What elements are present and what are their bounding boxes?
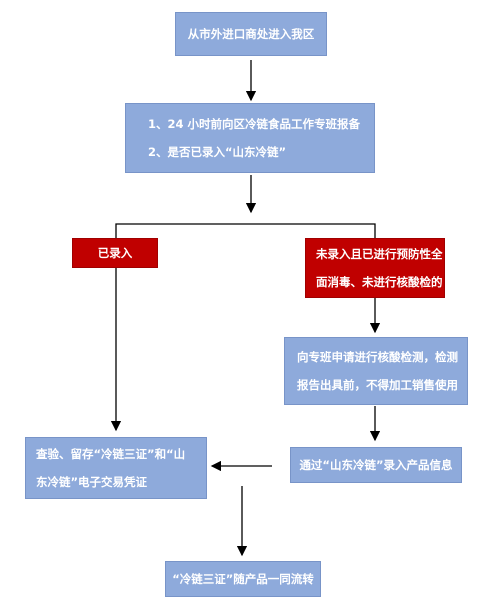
recorded-box: 已录入: [72, 238, 158, 268]
not-recorded-line-1: 未录入且已进行预防性全: [316, 247, 443, 261]
recorded-text: 已录入: [97, 246, 133, 260]
verify-line-1: 查验、留存“冷链三证”和“山: [36, 447, 186, 461]
not-recorded-line-2: 面消毒、未进行核酸检的: [316, 275, 443, 289]
report-line-1: 1、24 小时前向区冷链食品工作专班报备: [148, 117, 361, 131]
enter-info-text: 通过“山东冷链”录入产品信息: [299, 458, 453, 472]
apply-line-2: 报告出具前，不得加工销售使用: [297, 378, 458, 392]
entry-box: 从市外进口商处进入我区: [175, 12, 327, 56]
apply-line-1: 向专班申请进行核酸检测，检测: [297, 350, 458, 364]
report-line-2: 2、是否已录入“山东冷链”: [148, 145, 287, 159]
verify-line-2: 东冷链”电子交易凭证: [36, 475, 148, 489]
circulate-box: “冷链三证”随产品一同流转: [165, 561, 321, 597]
enter-info-box: 通过“山东冷链”录入产品信息: [290, 447, 462, 483]
apply-box: 向专班申请进行核酸检测，检测 报告出具前，不得加工销售使用: [284, 337, 468, 405]
circulate-text: “冷链三证”随产品一同流转: [172, 572, 314, 586]
verify-box: 查验、留存“冷链三证”和“山 东冷链”电子交易凭证: [25, 437, 207, 499]
not-recorded-box: 未录入且已进行预防性全 面消毒、未进行核酸检的: [305, 238, 445, 298]
report-box: 1、24 小时前向区冷链食品工作专班报备 2、是否已录入“山东冷链”: [125, 103, 375, 173]
entry-text: 从市外进口商处进入我区: [187, 27, 315, 41]
branch-line: [115, 223, 376, 238]
